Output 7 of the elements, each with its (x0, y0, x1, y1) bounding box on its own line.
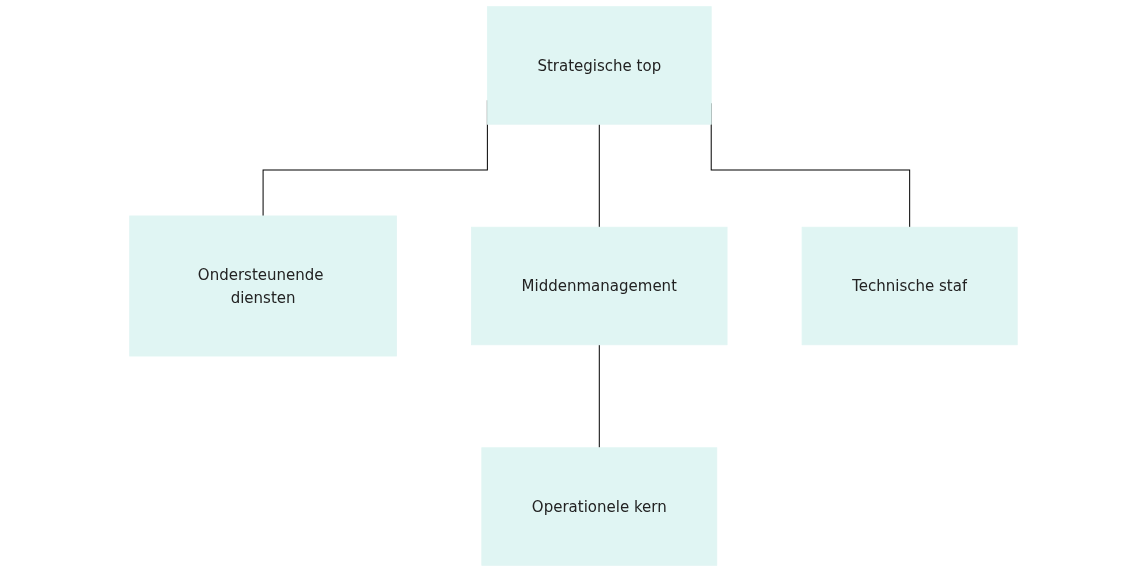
node-box: Strategische top (486, 6, 712, 125)
connector (598, 123, 600, 228)
node-box: Middenmanagement (470, 226, 727, 346)
node-box: Technische staf (801, 226, 1018, 346)
node-box: Operationele kern (480, 447, 717, 566)
node-box: Ondersteunende diensten (128, 215, 397, 357)
connector (598, 344, 600, 449)
